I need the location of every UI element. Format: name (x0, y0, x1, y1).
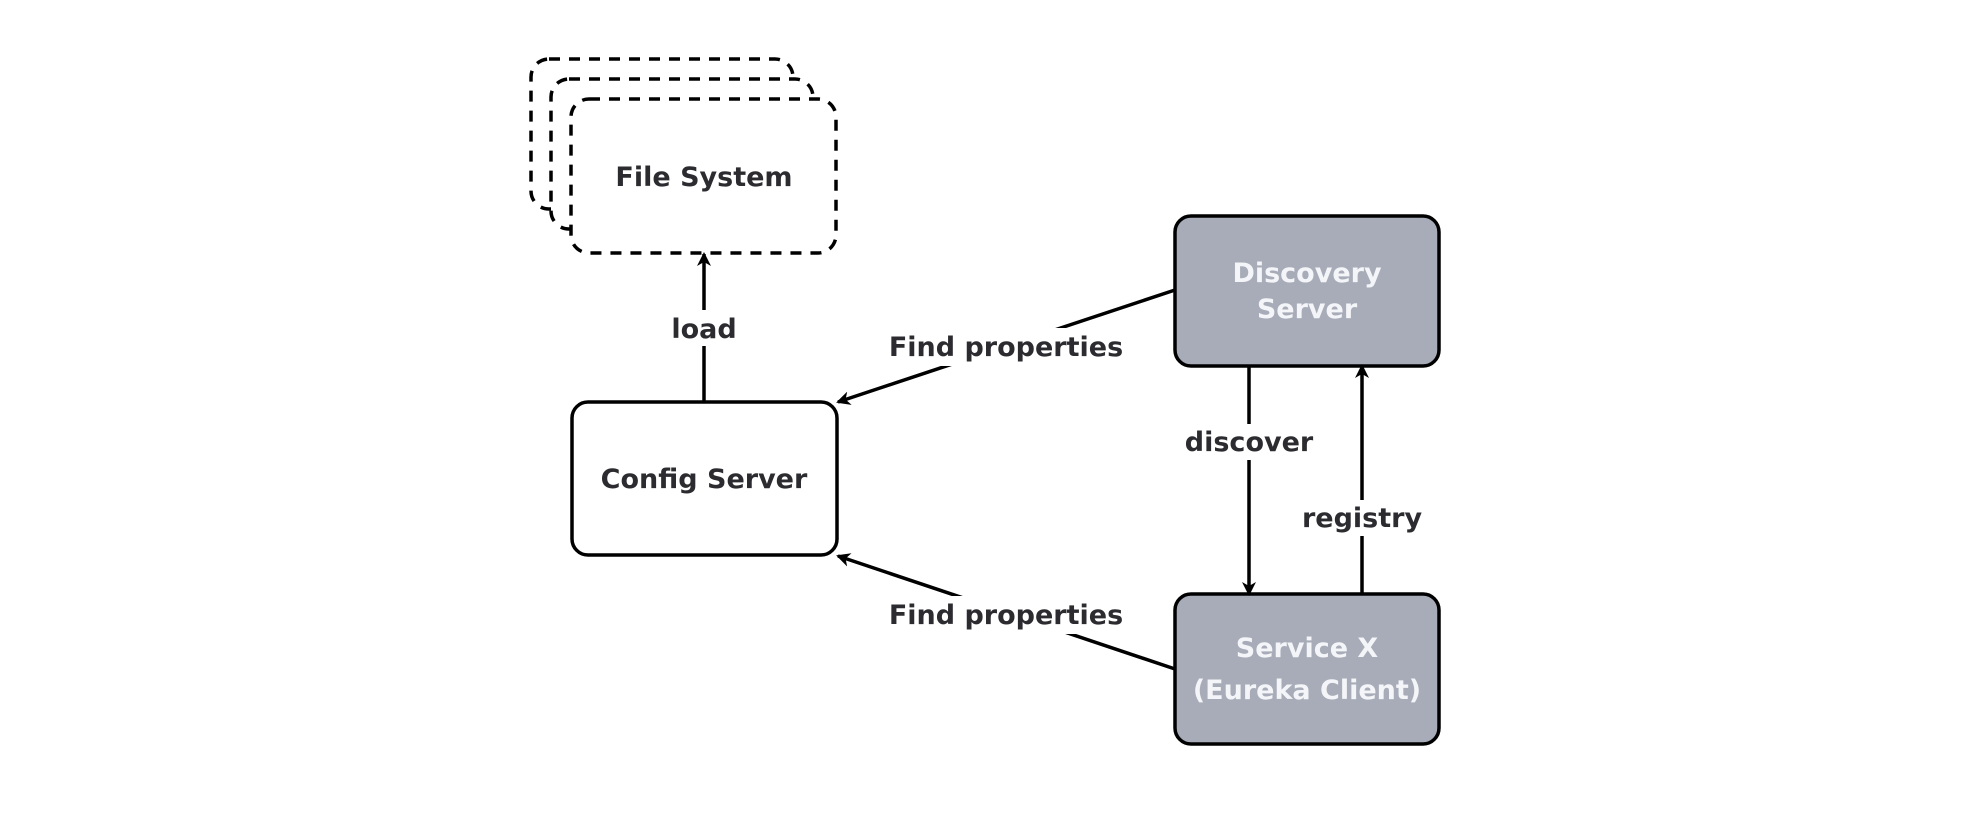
edge-find-properties-service: Find properties (836, 553, 1176, 671)
edge-discover: discover (1183, 366, 1315, 596)
discovery-server-label-line1: Discovery (1232, 258, 1382, 289)
edge-load-label: load (671, 314, 736, 345)
service-x-label-line2: (Eureka Client) (1193, 675, 1421, 706)
service-x-label-line1: Service X (1236, 633, 1379, 664)
edge-discover-label-bg (1183, 424, 1315, 460)
edge-load-label-bg (664, 310, 744, 346)
edge-registry-label-bg (1302, 500, 1422, 536)
discovery-server-node[interactable]: Discovery Server (1173, 214, 1441, 368)
edge-find-properties-discovery: Find properties (836, 288, 1176, 405)
edge-registry-label: registry (1302, 503, 1423, 534)
edge-find-properties-service-label: Find properties (889, 600, 1123, 631)
config-server-label: Config Server (601, 464, 808, 495)
discovery-server-box (1173, 214, 1441, 368)
edge-find-properties-discovery-label-bg (886, 328, 1126, 366)
edge-discover-label: discover (1185, 427, 1314, 458)
config-server-node[interactable]: Config Server (570, 400, 839, 557)
edge-find-properties-discovery-label: Find properties (889, 332, 1123, 363)
edge-load: load (664, 252, 744, 402)
file-system-front-sheet (569, 97, 838, 255)
edge-find-properties-service-label-bg (886, 596, 1126, 634)
file-system-node[interactable]: File System (529, 57, 838, 255)
service-x-node[interactable]: Service X (Eureka Client) (1173, 592, 1441, 746)
discovery-server-label-line2: Server (1257, 294, 1358, 325)
service-x-box (1173, 592, 1441, 746)
file-system-label: File System (615, 162, 792, 193)
edge-registry: registry (1302, 364, 1423, 594)
